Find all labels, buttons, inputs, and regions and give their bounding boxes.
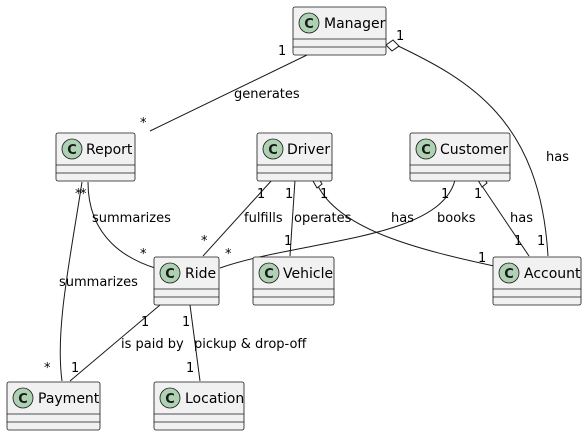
mult-driver-ride-from: 1	[257, 187, 265, 202]
label-customer-account: has	[510, 211, 533, 226]
label-ride-location: pickup & drop-off	[194, 337, 307, 352]
mult-manager-report-from: 1	[278, 44, 286, 59]
stereotype-letter: C	[165, 267, 175, 282]
mult-report-ride-from: *	[75, 187, 82, 202]
edge-manager-report	[149, 54, 308, 132]
class-circle-icon	[298, 12, 320, 34]
mult-report-payment-to: *	[44, 361, 51, 376]
class-name-location: Location	[185, 391, 244, 407]
class-circle-icon	[415, 138, 437, 160]
label-report-ride: summarizes	[92, 211, 171, 226]
mult-driver-account-from: 1	[320, 187, 328, 202]
mult-manager-account-from: 1	[396, 29, 404, 44]
mult-customer-ride-to: *	[225, 247, 232, 262]
class-name-manager: Manager	[324, 16, 386, 32]
mult-driver-account-to: 1	[478, 251, 486, 266]
mult-customer-account-to: 1	[514, 234, 522, 249]
aggregation-diamond-manager	[385, 39, 400, 52]
stereotype-letter: C	[268, 143, 278, 158]
multiplicities: 1 * 1 1 * * * * 1 * 1 1 1 1 1 * 1 1 1 1 …	[44, 29, 545, 376]
mult-manager-report-to: *	[140, 116, 147, 131]
class-report: C Report	[55, 132, 136, 182]
label-customer-ride: books	[437, 211, 476, 226]
edge-driver-account	[317, 185, 495, 267]
mult-customer-ride-from: 1	[441, 187, 449, 202]
edge-customer-account	[481, 185, 530, 257]
label-driver-ride: fulfills	[244, 211, 283, 226]
stereotype-letter: C	[421, 143, 431, 158]
label-manager-account: has	[546, 150, 569, 165]
label-manager-report: generates	[234, 87, 300, 102]
label-report-payment: summarizes	[59, 275, 138, 290]
class-account: C Account	[492, 256, 582, 306]
mult-ride-payment-to: 1	[71, 361, 79, 376]
mult-customer-account-from: 1	[474, 187, 482, 202]
class-circle-icon	[159, 387, 181, 409]
stereotype-letter: C	[504, 267, 514, 282]
class-circle-icon	[262, 138, 284, 160]
mult-report-ride-to: *	[140, 247, 147, 262]
edge-report-ride	[87, 181, 156, 269]
class-circle-icon	[498, 262, 520, 284]
class-name-ride: Ride	[185, 266, 216, 282]
class-name-vehicle: Vehicle	[283, 266, 333, 282]
class-name-payment: Payment	[38, 391, 100, 407]
stereotype-letter: C	[18, 392, 28, 407]
mult-driver-vehicle-to: 1	[284, 234, 292, 249]
edge-report-payment	[59, 181, 83, 382]
stereotype-letter: C	[304, 17, 314, 32]
class-name-report: Report	[86, 142, 133, 158]
class-driver: C Driver	[256, 132, 333, 182]
stereotype-letter: C	[264, 267, 274, 282]
label-driver-vehicle: operates	[294, 211, 352, 226]
mult-report-payment-from: *	[80, 187, 87, 202]
label-ride-payment: is paid by	[121, 337, 184, 352]
class-name-customer: Customer	[440, 142, 508, 158]
stereotype-letter: C	[67, 143, 77, 158]
edge-ride-location	[189, 304, 201, 382]
class-customer: C Customer	[409, 132, 511, 182]
class-location: C Location	[153, 381, 245, 431]
class-payment: C Payment	[6, 381, 101, 431]
class-circle-icon	[61, 138, 83, 160]
edge-labels: generates has summarizes summarizes fulf…	[59, 87, 569, 352]
label-driver-account: has	[391, 211, 414, 226]
class-name-account: Account	[524, 266, 581, 282]
edge-manager-account	[393, 43, 549, 257]
mult-ride-location-from: 1	[182, 315, 190, 330]
class-circle-icon	[12, 387, 34, 409]
mult-ride-payment-from: 1	[141, 315, 149, 330]
mult-driver-vehicle-from: 1	[285, 187, 293, 202]
class-manager: C Manager	[292, 6, 387, 56]
mult-driver-ride-to: *	[201, 234, 208, 249]
class-ride: C Ride	[153, 256, 220, 306]
class-name-driver: Driver	[287, 142, 330, 158]
edge-driver-ride	[202, 179, 273, 257]
mult-manager-account-to: 1	[537, 234, 545, 249]
stereotype-letter: C	[165, 392, 175, 407]
class-vehicle: C Vehicle	[252, 256, 335, 306]
mult-ride-location-to: 1	[186, 361, 194, 376]
class-circle-icon	[159, 262, 181, 284]
edge-driver-vehicle	[289, 179, 296, 257]
edge-ride-payment	[69, 304, 161, 382]
class-circle-icon	[258, 262, 280, 284]
